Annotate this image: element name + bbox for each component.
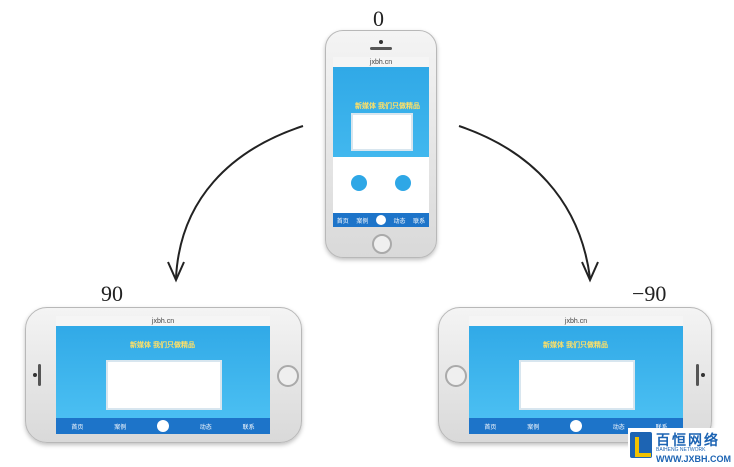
website-mockup	[106, 360, 222, 410]
feature-icon-right	[395, 175, 411, 191]
nav-news[interactable]: 动态	[199, 424, 212, 431]
slogan-text: 新媒体 我们只做精品	[130, 342, 195, 349]
arrow-left	[175, 125, 304, 279]
feature-icon-left	[351, 175, 367, 191]
slogan-text: 新媒体 我们只做精品	[355, 103, 420, 110]
nav-center-icon[interactable]	[375, 215, 386, 225]
angle-label-90: 90	[101, 281, 123, 306]
phone-landscape-right: jxbh.cn 新媒体 我们只做精品 首页 案例 动态 联系	[438, 307, 712, 443]
slogan-text: 新媒体 我们只做精品	[543, 342, 608, 349]
nav-home[interactable]: 首页	[484, 424, 497, 431]
nav-home[interactable]: 首页	[71, 424, 84, 431]
speaker	[370, 47, 392, 50]
landscape-screen: jxbh.cn 新媒体 我们只做精品 首页 案例 动态 联系	[56, 316, 270, 434]
nav-cases[interactable]: 案例	[356, 218, 369, 225]
nav-news[interactable]: 动态	[393, 218, 406, 225]
nav-center-icon[interactable]	[156, 420, 169, 432]
home-button[interactable]	[277, 365, 299, 387]
arrow-right	[458, 125, 591, 279]
home-button[interactable]	[445, 365, 467, 387]
nav-contact[interactable]: 联系	[656, 422, 668, 431]
address-bar[interactable]: jxbh.cn	[333, 57, 429, 67]
address-bar[interactable]: jxbh.cn	[469, 316, 683, 326]
nav-news[interactable]: 动态	[612, 424, 625, 431]
nav-contact[interactable]: 联系	[242, 424, 255, 431]
content-panel	[333, 157, 429, 213]
angle-label-0: 0	[373, 6, 384, 31]
speaker	[696, 364, 699, 386]
bottom-nav: 首页 案例 动态 联系	[56, 418, 270, 434]
front-camera	[379, 40, 383, 44]
nav-cases[interactable]: 案例	[114, 424, 127, 431]
logo-url: WWW.JXBH.COM	[656, 454, 731, 464]
nav-cases[interactable]: 案例	[527, 424, 540, 431]
baiheng-logo: 百恒网络 BAIHENG NETWORK WWW.JXBH.COM	[628, 428, 734, 467]
phone-portrait: jxbh.cn 新媒体 我们只做精品 首页 案例 动态 联系	[325, 30, 437, 258]
landscape-screen: jxbh.cn 新媒体 我们只做精品 首页 案例 动态 联系	[469, 316, 683, 434]
logo-mark-icon	[630, 432, 652, 458]
front-camera	[701, 373, 705, 377]
arrowhead-left	[167, 261, 185, 283]
phone-landscape-left: jxbh.cn 新媒体 我们只做精品 首页 案例 动态 联系	[25, 307, 302, 443]
address-bar[interactable]: jxbh.cn	[56, 316, 270, 326]
logo-subtitle: BAIHENG NETWORK	[656, 447, 706, 453]
speaker	[38, 364, 41, 386]
website-mockup	[519, 360, 635, 410]
portrait-screen: jxbh.cn 新媒体 我们只做精品 首页 案例 动态 联系	[333, 57, 429, 227]
nav-contact[interactable]: 联系	[413, 218, 426, 225]
front-camera	[33, 373, 37, 377]
website-mockup	[351, 113, 413, 151]
angle-label-minus-90: −90	[632, 281, 667, 306]
nav-home[interactable]: 首页	[336, 218, 349, 225]
bottom-nav: 首页 案例 动态 联系	[333, 213, 429, 227]
home-button[interactable]	[372, 234, 392, 254]
logo-name: 百恒网络	[656, 432, 720, 448]
nav-center-icon[interactable]	[569, 420, 582, 432]
arrowhead-right	[581, 261, 599, 283]
